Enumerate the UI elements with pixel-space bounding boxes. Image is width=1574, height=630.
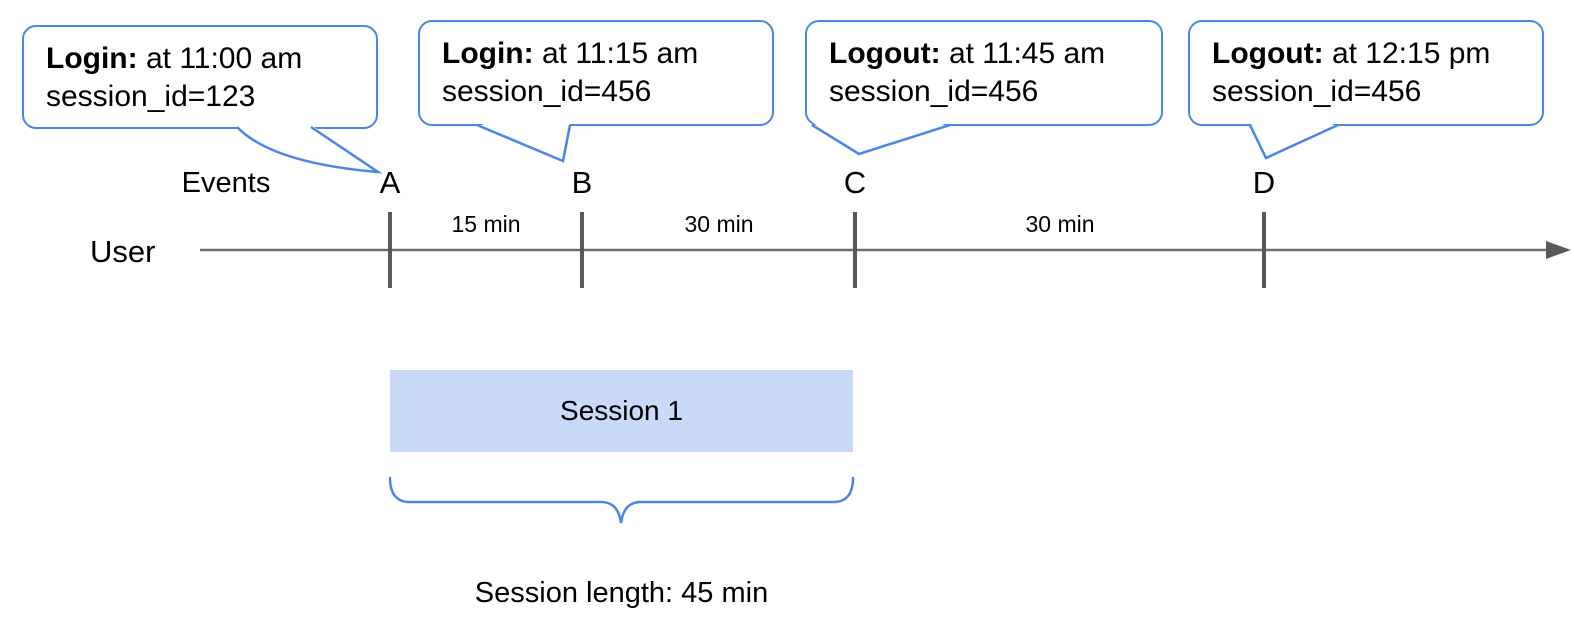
event-mark-a: A (379, 165, 401, 200)
callout-tail-b (476, 122, 572, 163)
timeline-axis-label: User (90, 234, 156, 269)
events-label: Events (181, 167, 271, 199)
callout-event-type: Logout: (829, 37, 941, 70)
timeline-arrowhead-icon (1546, 241, 1571, 259)
callout-session-id: session_id=123 (46, 80, 256, 113)
callout-bubble-a: Login: at 11:00 am session_id=123 (22, 25, 378, 129)
callout-event-time: at 11:00 am (137, 42, 303, 75)
callout-line1: Logout: at 11:45 am (829, 35, 1139, 73)
interval-label-bc: 30 min (684, 211, 754, 237)
callout-line1: Login: at 11:15 am (442, 35, 750, 73)
callout-session-id: session_id=456 (829, 75, 1039, 108)
session-label: Session 1 (560, 395, 683, 426)
callout-line1: Logout: at 12:15 pm (1212, 35, 1520, 73)
callout-session-id: session_id=456 (442, 75, 652, 108)
session-length-brace (388, 476, 855, 524)
callout-tail-d (1248, 122, 1339, 160)
callout-bubble-b: Login: at 11:15 am session_id=456 (418, 20, 774, 126)
event-mark-c: C (843, 165, 867, 200)
interval-label-ab: 15 min (451, 211, 521, 237)
session-length-label: Session length: 45 min (474, 577, 769, 609)
callout-bubble-c: Logout: at 11:45 am session_id=456 (805, 20, 1163, 126)
callout-tail-c (811, 122, 951, 156)
callout-event-type: Logout: (1212, 37, 1324, 70)
callout-event-time: at 11:45 am (940, 37, 1106, 70)
callout-tail-a (236, 124, 383, 174)
session-box: Session 1 (390, 370, 853, 452)
callout-event-time: at 12:15 pm (1323, 37, 1491, 70)
event-mark-d: D (1252, 165, 1276, 200)
callout-session-id: session_id=456 (1212, 75, 1422, 108)
event-mark-b: B (571, 165, 593, 200)
callout-line1: Login: at 11:00 am (46, 40, 354, 78)
callout-event-type: Login: (46, 42, 138, 75)
callout-bubble-d: Logout: at 12:15 pm session_id=456 (1188, 20, 1544, 126)
callout-event-time: at 11:15 am (533, 37, 699, 70)
callout-event-type: Login: (442, 37, 534, 70)
interval-label-cd: 30 min (1025, 211, 1095, 237)
